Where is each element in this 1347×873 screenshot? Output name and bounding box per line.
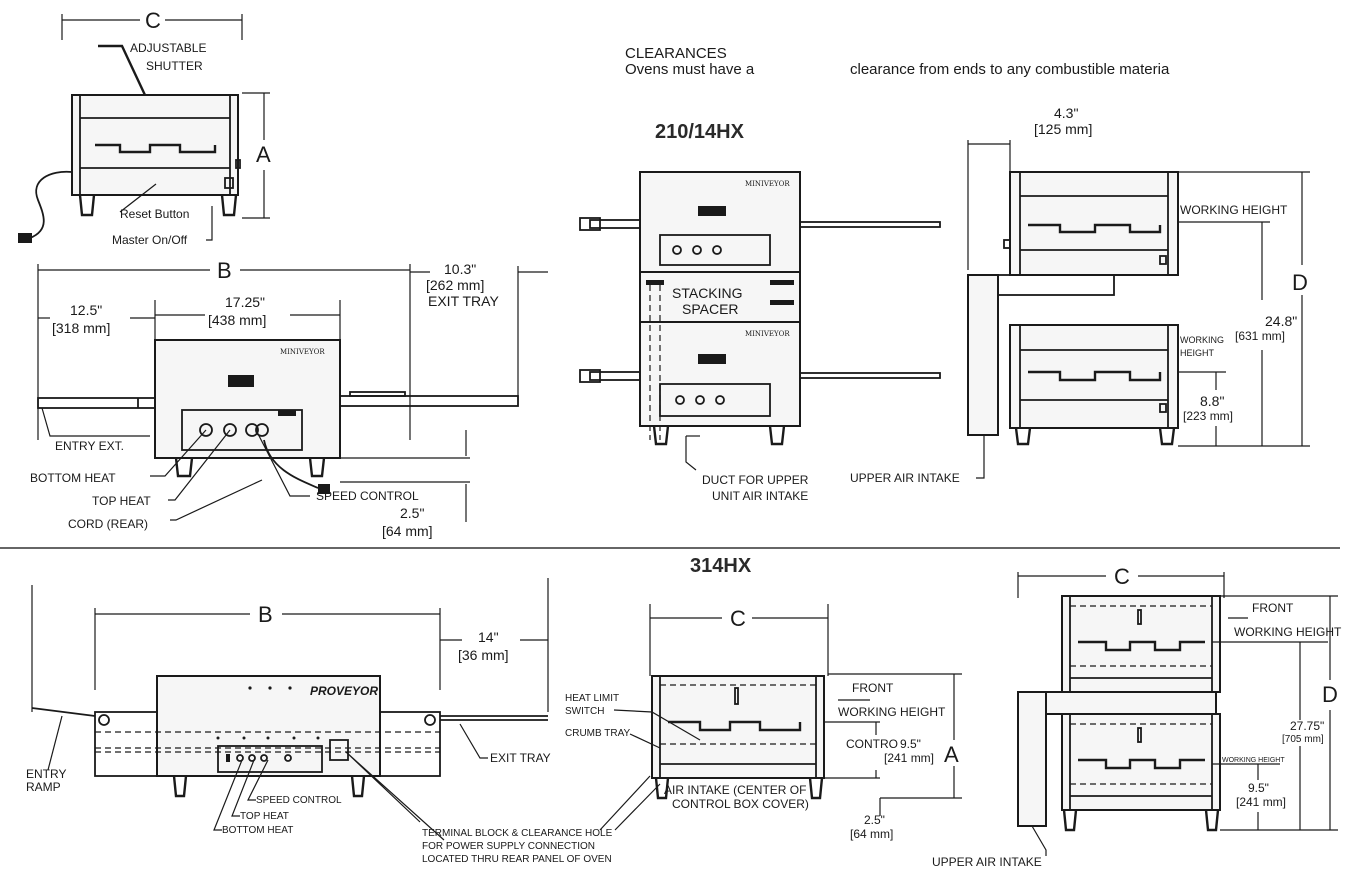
lower-exit-in: 14" [478,629,499,645]
heat-limit-2: SWITCH [565,706,604,717]
entry-ramp-2: RAMP [26,780,61,794]
clearances-block: CLEARANCES Ovens must have a clearance f… [625,45,1170,78]
clearances-text-start: Ovens must have a [625,61,755,78]
front-view: B 12.5" [318 mm] 17.25" [438 mm] 10.3" [… [30,258,548,539]
cord-rear-label: CORD (REAR) [68,517,148,531]
dim-d-label: D [1292,270,1308,295]
dim-c-label: C [145,8,161,33]
top-heat-label: TOP HEAT [92,494,151,508]
dim-88-in: 8.8" [1200,393,1224,409]
dim-248-mm: [631 mm] [1235,329,1285,343]
model-header-upper: 210/14HX [655,121,745,143]
master-switch-label: Master On/Off [112,233,188,247]
lower-side-dim-c: C [730,606,746,631]
entry-ext-label: ENTRY EXT. [55,439,124,453]
lower-side-working-height: WORKING HEIGHT [838,705,946,719]
entry-dim-mm: [318 mm] [52,320,110,336]
dim-b-label: B [217,258,232,283]
lower-stacked-working-height: WORKING HEIGHT [1234,625,1342,639]
clearances-title: CLEARANCES [625,45,727,62]
lower-stacked-working-small: WORKING HEIGHT [1222,757,1285,764]
lower-dim-b: B [258,602,273,627]
exit-dim-in: 10.3" [444,261,476,277]
stacked-brand-lower: MINIVEYOR [745,330,790,338]
air-intake-1: AIR INTAKE (CENTER OF [664,783,806,797]
stacked-view: 210/14HX MINIVEYOR STACKING SPACER MINIV… [579,121,941,503]
lower-side-dim-a: A [944,742,959,767]
clearances-text-end: clearance from ends to any combustible m… [850,61,1170,78]
lower-speed-control: SPEED CONTROL [256,795,342,806]
adjustable-label: ADJUSTABLE [130,41,206,55]
lower-exit-tray: EXIT TRAY [490,751,551,765]
stacking-label: STACKING [672,285,743,301]
crumb-tray-label: CRUMB TRAY [565,728,631,739]
lower-side-95-mm: [241 mm] [884,751,934,765]
lower-stacked-air-intake: UPPER AIR INTAKE [932,855,1042,869]
terminal-1: TERMINAL BLOCK & CLEARANCE HOLE [422,828,613,839]
lower-side-leg-mm: [64 mm] [850,827,893,841]
width-dim-in: 17.25" [225,294,265,310]
lower-stacked-view: C D FRONT WORKING HEIGHT [932,564,1342,869]
entry-dim-in: 12.5" [70,302,102,318]
top-dim-mm: [125 mm] [1034,121,1092,137]
shutter-label: SHUTTER [146,59,203,73]
duct-label-1: DUCT FOR UPPER [702,473,809,487]
bottom-heat-label: BOTTOM HEAT [30,471,116,485]
working-height-top: WORKING HEIGHT [1180,203,1288,217]
top-left-side-view: C ADJUSTABLE SHUTTER A Reset Button Mast… [18,8,271,247]
exit-dim-mm: [262 mm] [426,277,484,293]
model-header-lower: 314HX [690,555,752,577]
width-dim-mm: [438 mm] [208,312,266,328]
entry-ramp-1: ENTRY [26,767,66,781]
lower-side-front: FRONT [852,681,894,695]
stacked-brand: MINIVEYOR [745,180,790,188]
top-dim-in: 4.3" [1054,105,1078,121]
dim-248-in: 24.8" [1265,313,1297,329]
dim-2775-in: 27.75" [1290,719,1324,733]
working-2b: HEIGHT [1180,348,1215,358]
lower-top-heat: TOP HEAT [240,811,289,822]
lower-bottom-heat: BOTTOM HEAT [222,825,293,836]
lower-stacked-95-mm: [241 mm] [1236,795,1286,809]
lower-stacked-dim-d: D [1322,682,1338,707]
lower-exit-mm: [36 mm] [458,647,509,663]
dim-88-mm: [223 mm] [1183,409,1233,423]
duct-label-2: UNIT AIR INTAKE [712,489,808,503]
proveyor-brand: PROVEYOR [310,684,378,698]
speed-control-label: SPEED CONTROL [316,489,419,503]
heat-limit-1: HEAT LIMIT [565,693,619,704]
spacer-label: SPACER [682,301,739,317]
lower-stacked-front: FRONT [1252,601,1294,615]
lower-side-view: C A FRONT WORKING HEIGHT CONTRO 9.5" [24… [565,604,962,841]
terminal-2: FOR POWER SUPPLY CONNECTION [422,841,595,852]
terminal-3: LOCATED THRU REAR PANEL OF OVEN [422,854,612,865]
lower-side-leg-in: 2.5" [864,813,885,827]
dim-2775-mm: [705 mm] [1282,734,1324,745]
lower-front-view: 314HX B 14" [36 mm] PROVEYOR [26,555,752,865]
lower-stacked-95-in: 9.5" [1248,781,1269,795]
dim-a-label: A [256,142,271,167]
display-panel [228,375,254,387]
exit-tray-label: EXIT TRAY [428,293,499,309]
side-view-upper: 4.3" [125 mm] D WORKING HEIGHT [850,105,1310,485]
air-intake-2: CONTROL BOX COVER) [672,797,809,811]
lower-side-contro: CONTRO [846,737,898,751]
leg-dim-mm: [64 mm] [382,523,433,539]
upper-air-intake-label: UPPER AIR INTAKE [850,471,960,485]
lower-stacked-dim-c: C [1114,564,1130,589]
lower-side-95-in: 9.5" [900,737,921,751]
front-brand: MINIVEYOR [280,348,325,356]
working-2a: WORKING [1180,335,1224,345]
leg-dim-in: 2.5" [400,505,424,521]
reset-button-label: Reset Button [120,207,189,221]
